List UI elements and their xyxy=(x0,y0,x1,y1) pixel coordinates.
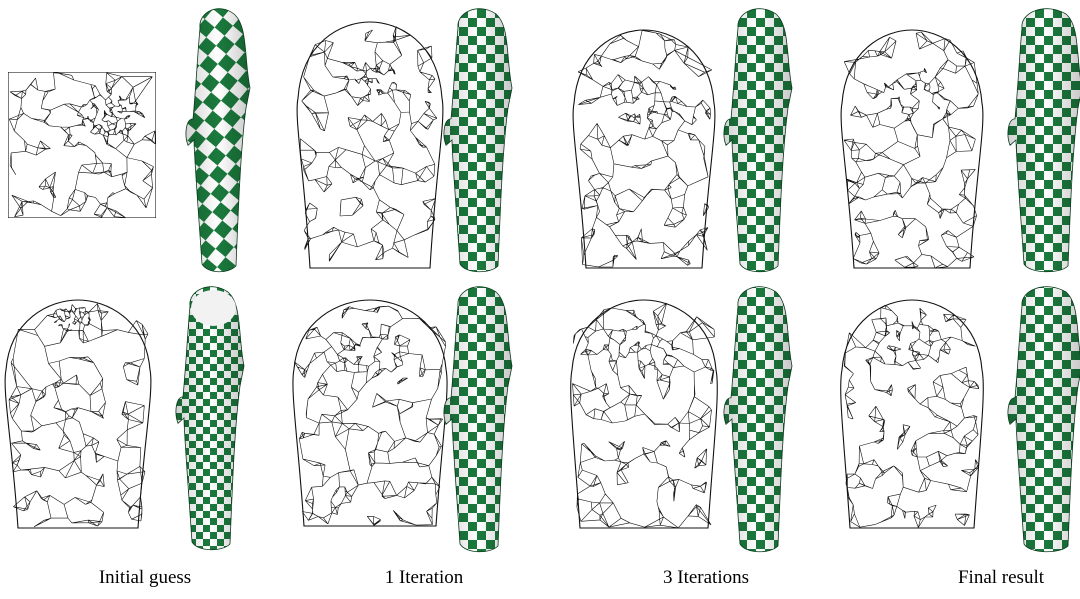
mesh-triangulation xyxy=(300,27,437,261)
arm-shading xyxy=(176,287,244,550)
mesh-final-row1 xyxy=(841,30,983,268)
mesh-outline xyxy=(841,300,984,528)
arm-1iter-row2 xyxy=(444,287,512,552)
caption-3-iterations: 3 Iterations xyxy=(663,567,749,589)
arm-shading xyxy=(444,287,512,552)
caption-initial-guess: Initial guess xyxy=(99,567,191,589)
arm-cap xyxy=(191,290,236,326)
arm-3iter-row2 xyxy=(724,287,792,552)
mesh-triangulation xyxy=(9,304,148,527)
mesh-triangulation xyxy=(294,306,445,525)
arm-initial-row1 xyxy=(186,9,250,272)
arm-shading xyxy=(724,287,792,552)
mesh-3iter-row1 xyxy=(573,30,715,268)
mesh-1iter-row2 xyxy=(293,300,447,526)
caption-1-iteration: 1 Iteration xyxy=(385,567,464,589)
arm-1iter-row1 xyxy=(444,9,512,272)
arm-initial-row2 xyxy=(176,287,244,550)
mesh-outline xyxy=(5,300,151,528)
mesh-triangulation xyxy=(573,303,715,528)
mesh-3iter-row2 xyxy=(571,300,718,528)
figure-svg xyxy=(0,0,1080,560)
arm-shading xyxy=(724,9,792,272)
arm-final-row1 xyxy=(1008,9,1080,272)
mesh-triangulation xyxy=(844,32,978,268)
arm-shading xyxy=(444,9,512,272)
arm-shading xyxy=(186,9,250,272)
caption-final-result: Final result xyxy=(958,567,1044,589)
mesh-initial-row2 xyxy=(5,300,151,528)
arm-final-row2 xyxy=(1008,287,1080,552)
arm-shading xyxy=(1008,287,1080,552)
mesh-1iter-row1 xyxy=(297,22,443,268)
mesh-triangulation xyxy=(844,305,979,527)
mesh-outline xyxy=(841,30,983,268)
mesh-initial-row1 xyxy=(8,72,156,218)
arm-3iter-row1 xyxy=(724,9,792,272)
mesh-triangulation xyxy=(9,73,155,218)
mesh-final-row2 xyxy=(841,300,984,528)
mesh-triangulation xyxy=(578,30,712,267)
arm-shading xyxy=(1008,9,1080,272)
